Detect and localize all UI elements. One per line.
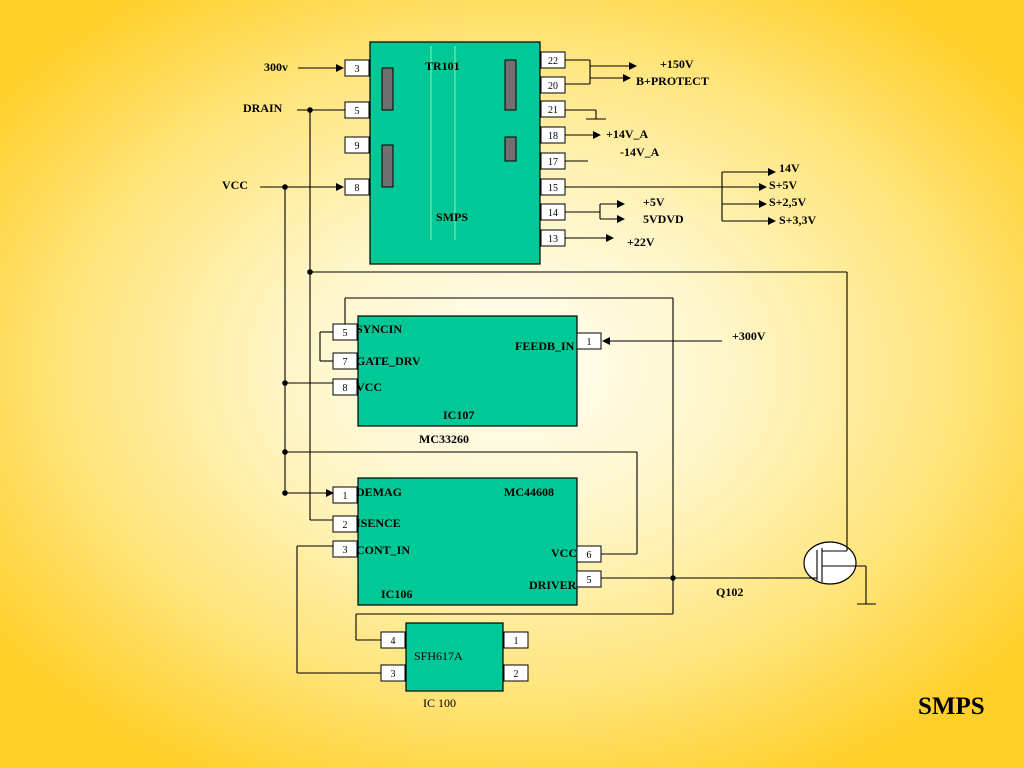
- ic100-part: SFH617A: [414, 649, 463, 663]
- wires: [260, 59, 848, 674]
- ic107-syncin-label: SYNCIN: [356, 322, 402, 336]
- tr-pin-15: 15: [548, 183, 558, 194]
- tr-pin-21: 21: [548, 105, 558, 116]
- output-bprotect-label: B+PROTECT: [636, 74, 709, 88]
- ic106-demag-label: DEMAG: [356, 485, 402, 499]
- ic106-pin-6: 6: [587, 550, 592, 561]
- output-s33v-label: S+3,3V: [779, 213, 817, 227]
- tr-pin-14: 14: [548, 208, 558, 219]
- output-14v-label: 14V: [779, 161, 800, 175]
- output-minus14va-label: -14V_A: [620, 145, 660, 159]
- ic107-pin-8: 8: [343, 383, 348, 394]
- ic106-pin-5: 5: [587, 575, 592, 586]
- ic106-contin-label: CONT_IN: [356, 543, 410, 557]
- ic107-pin-5: 5: [343, 328, 348, 339]
- output-5vdvd-label: 5VDVD: [643, 212, 684, 226]
- ic106-block: 1 2 3 6 5 DEMAG ISENCE CONT_IN VCC DRIVE…: [332, 477, 602, 606]
- ic100-pin-1: 1: [514, 636, 519, 647]
- ic100-optocoupler: 4 3 1 2 SFH617A: [380, 622, 529, 692]
- transformer-tr101: TR101 SMPS 3 5 9 8 22 20 21 18 17 15 14 …: [344, 41, 566, 265]
- tr-pin-9: 9: [355, 141, 360, 152]
- ic107-part: MC33260: [419, 432, 469, 446]
- ic100-ref: IC 100: [423, 696, 456, 710]
- ic107-vcc-label: VCC: [356, 380, 382, 394]
- slide-title: SMPS: [918, 693, 985, 720]
- ic107-gatedrv-label: GATE_DRV: [356, 354, 421, 368]
- input-300v-label: 300v: [264, 60, 288, 74]
- ic107-ref: IC107: [443, 408, 474, 422]
- ic106-pin-2: 2: [343, 520, 348, 531]
- tr-pin-17: 17: [548, 157, 558, 168]
- ic106-pin-3: 3: [343, 545, 348, 556]
- ic107-pin-7: 7: [343, 357, 348, 368]
- ic107-block: 5 7 8 1 SYNCIN GATE_DRV VCC FEEDB_IN IC1…: [332, 315, 602, 427]
- input-drain-label: DRAIN: [243, 101, 283, 115]
- tr-pin-20: 20: [548, 81, 558, 92]
- ic107-pin-1: 1: [587, 337, 592, 348]
- tr-pin-22: 22: [548, 56, 558, 67]
- output-s5v-label: S+5V: [769, 178, 798, 192]
- ic107-input-300v-label: +300V: [732, 329, 766, 343]
- ic106-vcc-label: VCC: [551, 546, 577, 560]
- tr-pin-3: 3: [355, 64, 360, 75]
- output-s25v-label: S+2,5V: [769, 195, 807, 209]
- tr-pin-18: 18: [548, 131, 558, 142]
- transformer-name: SMPS: [436, 210, 468, 224]
- ic106-ref: IC106: [381, 587, 412, 601]
- ic106-part: MC44608: [504, 485, 554, 499]
- output-14va-label: +14V_A: [606, 127, 649, 141]
- ic100-pin-3: 3: [391, 669, 396, 680]
- tr-pin-5: 5: [355, 106, 360, 117]
- ic106-isence-label: ISENCE: [356, 516, 401, 530]
- mosfet-q102-symbol: [803, 541, 876, 605]
- output-22v-label: +22V: [627, 235, 655, 249]
- ic106-driver-label: DRIVER: [529, 578, 577, 592]
- input-vcc-label: VCC: [222, 178, 248, 192]
- ic107-feedbin-label: FEEDB_IN: [515, 339, 575, 353]
- ic100-pin-4: 4: [391, 636, 396, 647]
- transformer-ref: TR101: [425, 59, 460, 73]
- tr-pin-8: 8: [355, 183, 360, 194]
- output-150v-label: +150V: [660, 57, 694, 71]
- ic106-pin-1: 1: [343, 491, 348, 502]
- ic100-pin-2: 2: [514, 669, 519, 680]
- output-5v-label: +5V: [643, 195, 665, 209]
- tr-pin-13: 13: [548, 234, 558, 245]
- mosfet-q102-ref: Q102: [716, 585, 743, 599]
